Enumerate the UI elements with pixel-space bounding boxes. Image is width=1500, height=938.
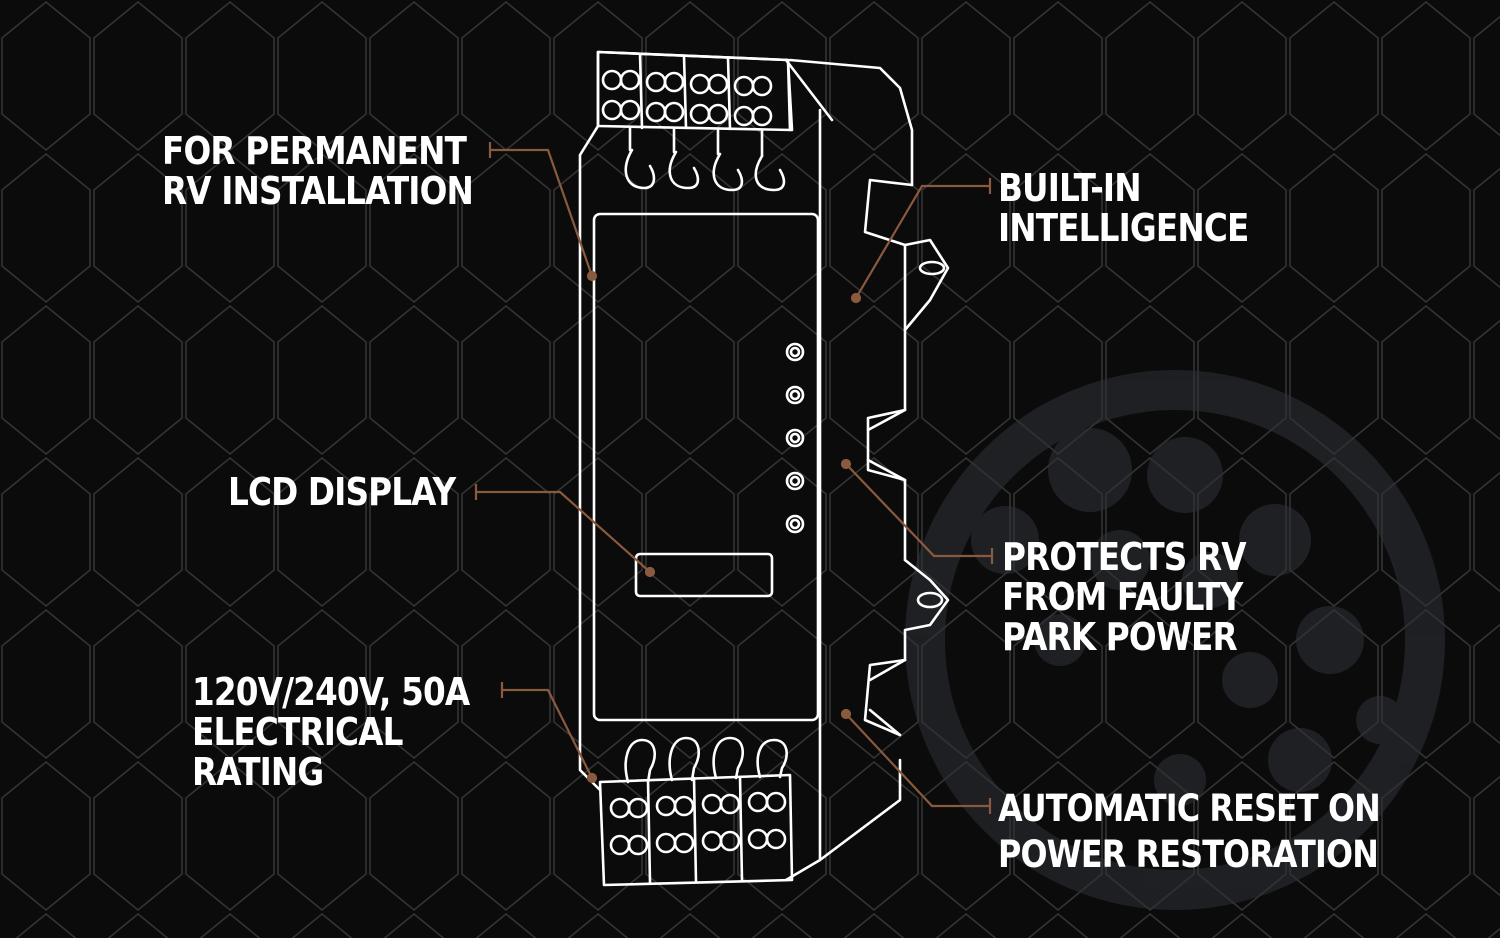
leader-line-lcd-display	[474, 484, 651, 573]
callout-built-in-intelligence: BUILT-IN INTELLIGENCE	[998, 166, 1249, 250]
callout-line: FOR PERMANENT	[162, 129, 467, 173]
brand-logo-watermark-icon	[905, 370, 1445, 910]
callout-line: ELECTRICAL	[192, 710, 403, 754]
callout-line: RV INSTALLATION	[162, 169, 474, 213]
callout-electrical-rating: 120V/240V, 50A ELECTRICAL RATING	[192, 670, 470, 794]
rv-surge-protector-outline-icon	[578, 50, 950, 882]
bottom-terminal-block-icon	[598, 736, 794, 887]
leader-line-permanent-install	[488, 142, 594, 277]
callout-line: PARK POWER	[1002, 615, 1238, 659]
leader-lines	[474, 142, 994, 814]
callout-line: RATING	[192, 750, 324, 794]
leader-line-automatic-reset	[845, 713, 992, 814]
leader-line-built-in-intelligence	[855, 178, 992, 299]
callout-line: FROM FAULTY	[1002, 575, 1243, 619]
callout-line: 120V/240V, 50A	[192, 670, 470, 714]
callout-line: INTELLIGENCE	[998, 206, 1249, 250]
callout-line: POWER RESTORATION	[998, 833, 1379, 876]
callout-protects-rv: PROTECTS RV FROM FAULTY PARK POWER	[1002, 535, 1247, 659]
callout-line: AUTOMATIC RESET ON	[998, 787, 1381, 830]
callout-line: LCD DISPLAY	[228, 470, 456, 514]
top-terminal-block-icon	[596, 50, 794, 192]
callout-line: PROTECTS RV	[1002, 535, 1247, 579]
callout-line: BUILT-IN	[998, 166, 1142, 210]
callout-lcd-display: LCD DISPLAY	[228, 470, 456, 514]
lcd-display-window	[634, 552, 774, 598]
leader-line-protects-rv	[845, 463, 994, 564]
callout-automatic-reset: AUTOMATIC RESET ON POWER RESTORATION	[998, 786, 1381, 878]
callout-permanent-install: FOR PERMANENT RV INSTALLATION	[162, 129, 474, 213]
leader-line-electrical-rating	[500, 682, 593, 779]
